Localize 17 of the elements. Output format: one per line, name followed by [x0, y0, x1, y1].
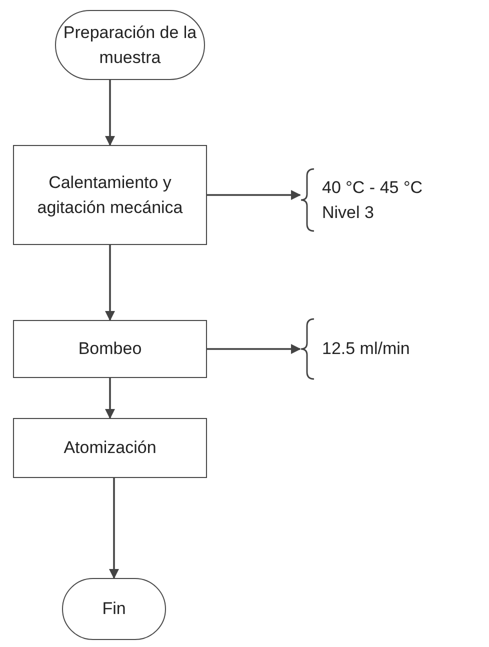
process-box	[13, 145, 207, 245]
parameter-text: Nivel 3	[322, 202, 374, 224]
arrow	[109, 478, 119, 579]
process-box	[13, 320, 207, 378]
parameter-text: 40 °C - 45 °C	[322, 176, 423, 198]
step-label: Atomización	[64, 437, 156, 460]
arrow	[105, 80, 115, 146]
arrow	[207, 344, 301, 354]
step-label: Fin	[102, 598, 126, 620]
arrow	[207, 190, 301, 200]
process-box	[13, 418, 207, 478]
arrow	[105, 378, 115, 419]
arrow	[105, 245, 115, 321]
step-label: Bombeo	[78, 338, 142, 360]
parameter-text: 12.5 ml/min	[322, 338, 410, 360]
step-label: Calentamiento y agitación mecánica	[36, 172, 184, 219]
step-label: Preparación de la muestra	[62, 22, 198, 69]
